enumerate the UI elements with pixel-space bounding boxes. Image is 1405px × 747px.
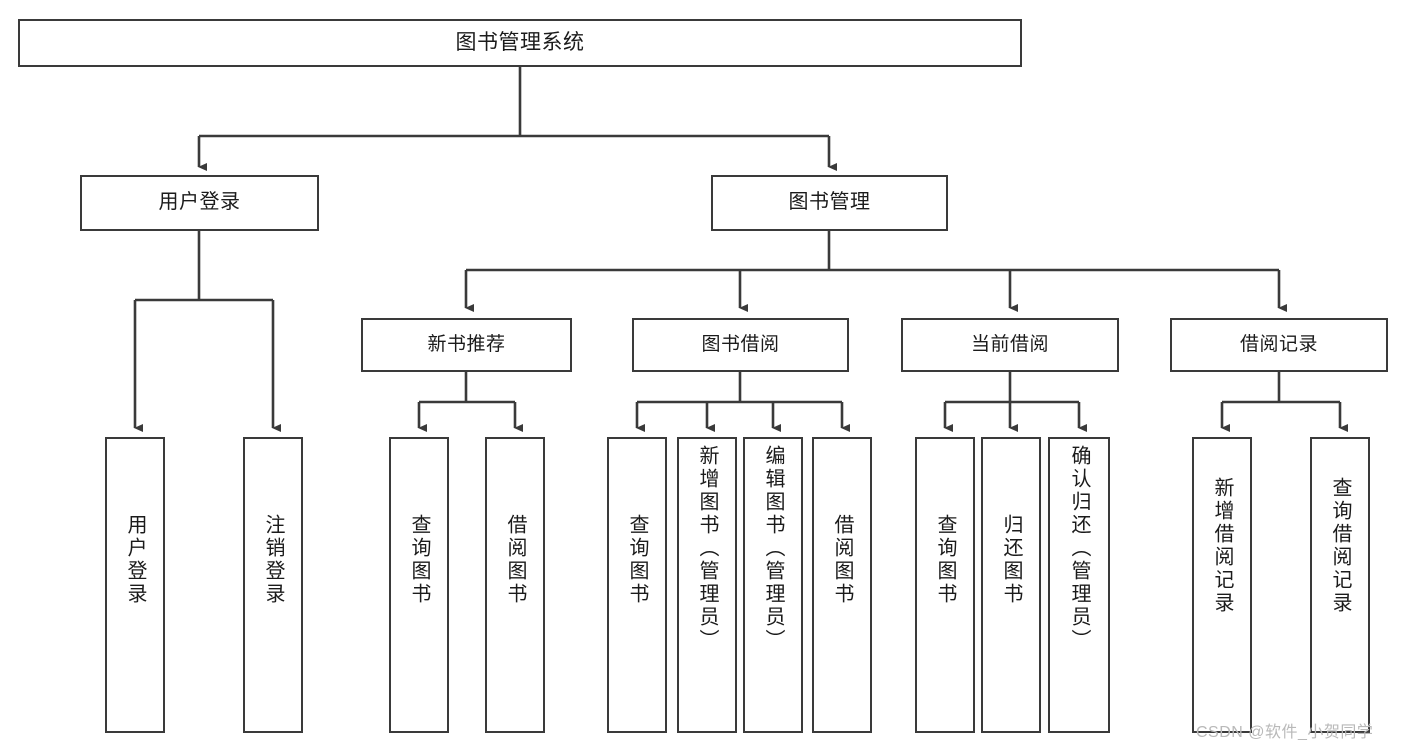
node-current-borrow[interactable]: 当前借阅	[901, 318, 1119, 372]
leaf-borrow-book-borrow-label: 借阅图书	[831, 514, 853, 606]
leaf-query-book-borrow-label: 查询图书	[626, 514, 648, 606]
leaf-logout-login-label: 注销登录	[262, 514, 284, 606]
leaf-query-book-borrow[interactable]: 查询图书	[607, 437, 667, 733]
node-book-borrow[interactable]: 图书借阅	[632, 318, 849, 372]
leaf-query-book-current-label: 查询图书	[934, 514, 956, 606]
leaf-edit-book-admin[interactable]: 编辑图书（管理员）	[743, 437, 803, 733]
leaf-query-book-current[interactable]: 查询图书	[915, 437, 975, 733]
node-book-manage[interactable]: 图书管理	[711, 175, 948, 231]
csdn-watermark-text: CSDN @软件_小贺同学	[1196, 724, 1374, 741]
leaf-borrow-book-new[interactable]: 借阅图书	[485, 437, 545, 733]
node-book-borrow-label: 图书借阅	[701, 333, 780, 355]
node-user-login[interactable]: 用户登录	[80, 175, 319, 231]
node-book-manage-label: 图书管理	[788, 191, 871, 214]
leaf-user-login[interactable]: 用户登录	[105, 437, 165, 733]
node-root[interactable]: 图书管理系统	[18, 19, 1022, 67]
leaf-add-borrow-record[interactable]: 新增借阅记录	[1192, 437, 1252, 733]
node-borrow-record-label: 借阅记录	[1239, 333, 1318, 355]
csdn-watermark: CSDN @软件_小贺同学	[1196, 718, 1373, 742]
leaf-query-book-new-label: 查询图书	[408, 514, 430, 606]
leaf-return-book[interactable]: 归还图书	[981, 437, 1041, 733]
node-root-label: 图书管理系统	[455, 30, 585, 54]
leaf-return-book-label: 归还图书	[1000, 514, 1022, 606]
leaf-query-book-new[interactable]: 查询图书	[389, 437, 449, 733]
leaf-user-login-label: 用户登录	[124, 514, 146, 606]
node-user-login-label: 用户登录	[158, 191, 241, 214]
leaf-edit-book-admin-label: 编辑图书（管理员）	[762, 445, 784, 652]
leaf-confirm-return-admin-label: 确认归还（管理员）	[1068, 445, 1090, 652]
node-borrow-record[interactable]: 借阅记录	[1170, 318, 1388, 372]
node-current-borrow-label: 当前借阅	[970, 333, 1049, 355]
node-new-book-recommend-label: 新书推荐	[427, 333, 506, 355]
leaf-confirm-return-admin[interactable]: 确认归还（管理员）	[1048, 437, 1110, 733]
leaf-borrow-book-new-label: 借阅图书	[504, 514, 526, 606]
leaf-borrow-book-borrow[interactable]: 借阅图书	[812, 437, 872, 733]
leaf-add-borrow-record-label: 新增借阅记录	[1211, 477, 1233, 615]
leaf-add-book-admin[interactable]: 新增图书（管理员）	[677, 437, 737, 733]
leaf-query-borrow-record-label: 查询借阅记录	[1329, 477, 1351, 615]
leaf-query-borrow-record[interactable]: 查询借阅记录	[1310, 437, 1370, 733]
leaf-add-book-admin-label: 新增图书（管理员）	[696, 445, 718, 652]
node-new-book-recommend[interactable]: 新书推荐	[361, 318, 572, 372]
leaf-logout-login[interactable]: 注销登录	[243, 437, 303, 733]
